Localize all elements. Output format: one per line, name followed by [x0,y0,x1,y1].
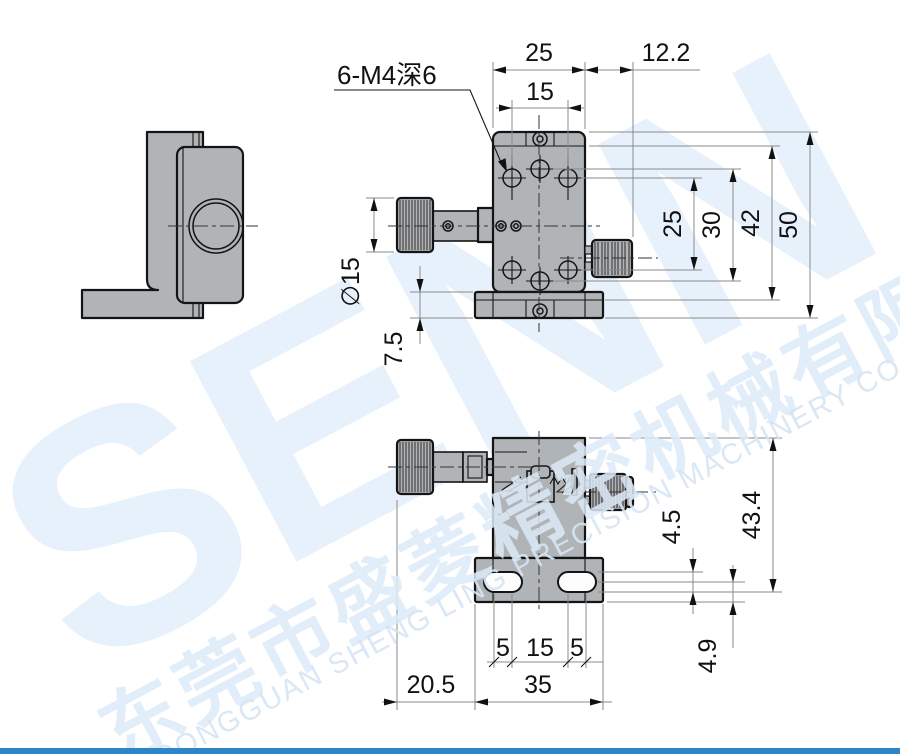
dim-knob-dia: ∅15 [337,257,365,307]
dim-hole-rows: 25 [659,210,687,238]
side-view [80,130,258,320]
dim-top-width: 25 [525,39,553,67]
bottom-dimensions: 43.4 4.5 4.9 5 15 5 20.5 35 [382,437,782,710]
end-plate [571,468,578,496]
dim-left-offset: 20.5 [407,671,456,699]
shaft-neck [476,206,495,244]
dim-slot-gap: 15 [526,634,554,662]
dim-bottom-total-height: 43.4 [738,491,766,540]
l-bracket [80,130,205,320]
dim-slot-len-right: 5 [570,634,584,662]
drive-mechanism [495,451,578,503]
footer-accent-bar [0,748,900,754]
dim-flange-height: 7.5 [380,332,408,367]
side-body [175,145,245,305]
dim-hole-span: 15 [526,78,554,106]
dim-body-height: 42 [737,209,765,237]
callout-leader [334,89,504,168]
top-screw-inner [536,135,544,143]
mount-slot-right [557,571,597,593]
front-dimensions: 6-M4深6 25 15 12.2 25 30 42 50 ∅15 7.5 [334,39,818,366]
bottom-screw-inner [536,307,544,315]
mount-slot-left [483,571,523,593]
callout-label: 6-M4深6 [337,60,437,90]
knurl-lines [399,200,431,250]
mount-holes [498,155,582,295]
oblique-ticks [488,656,592,668]
dim-slot-len-left: 5 [496,634,510,662]
bottom-screw [532,303,548,319]
dim-knob-offset: 12.2 [642,39,691,67]
screw-thread [549,475,571,486]
top-screw [532,131,548,147]
dim-total-height: 50 [775,211,803,239]
dim-slot-width: 4.5 [658,510,686,545]
dim-flange-width: 35 [524,671,552,699]
front-view: 6-M4深6 25 15 12.2 25 30 42 50 ∅15 7.5 [334,39,818,366]
bottom-view: 43.4 4.5 4.9 5 15 5 20.5 35 [382,431,782,710]
bracket-tab-lines [192,132,200,318]
dim-slot-to-edge: 4.9 [694,639,722,674]
wedge-lines [501,476,577,494]
carriage-cap [530,465,551,479]
dim-mid-rows: 30 [698,211,726,239]
hole-center-marks [498,155,582,295]
front-left-knob-assembly [395,196,495,254]
